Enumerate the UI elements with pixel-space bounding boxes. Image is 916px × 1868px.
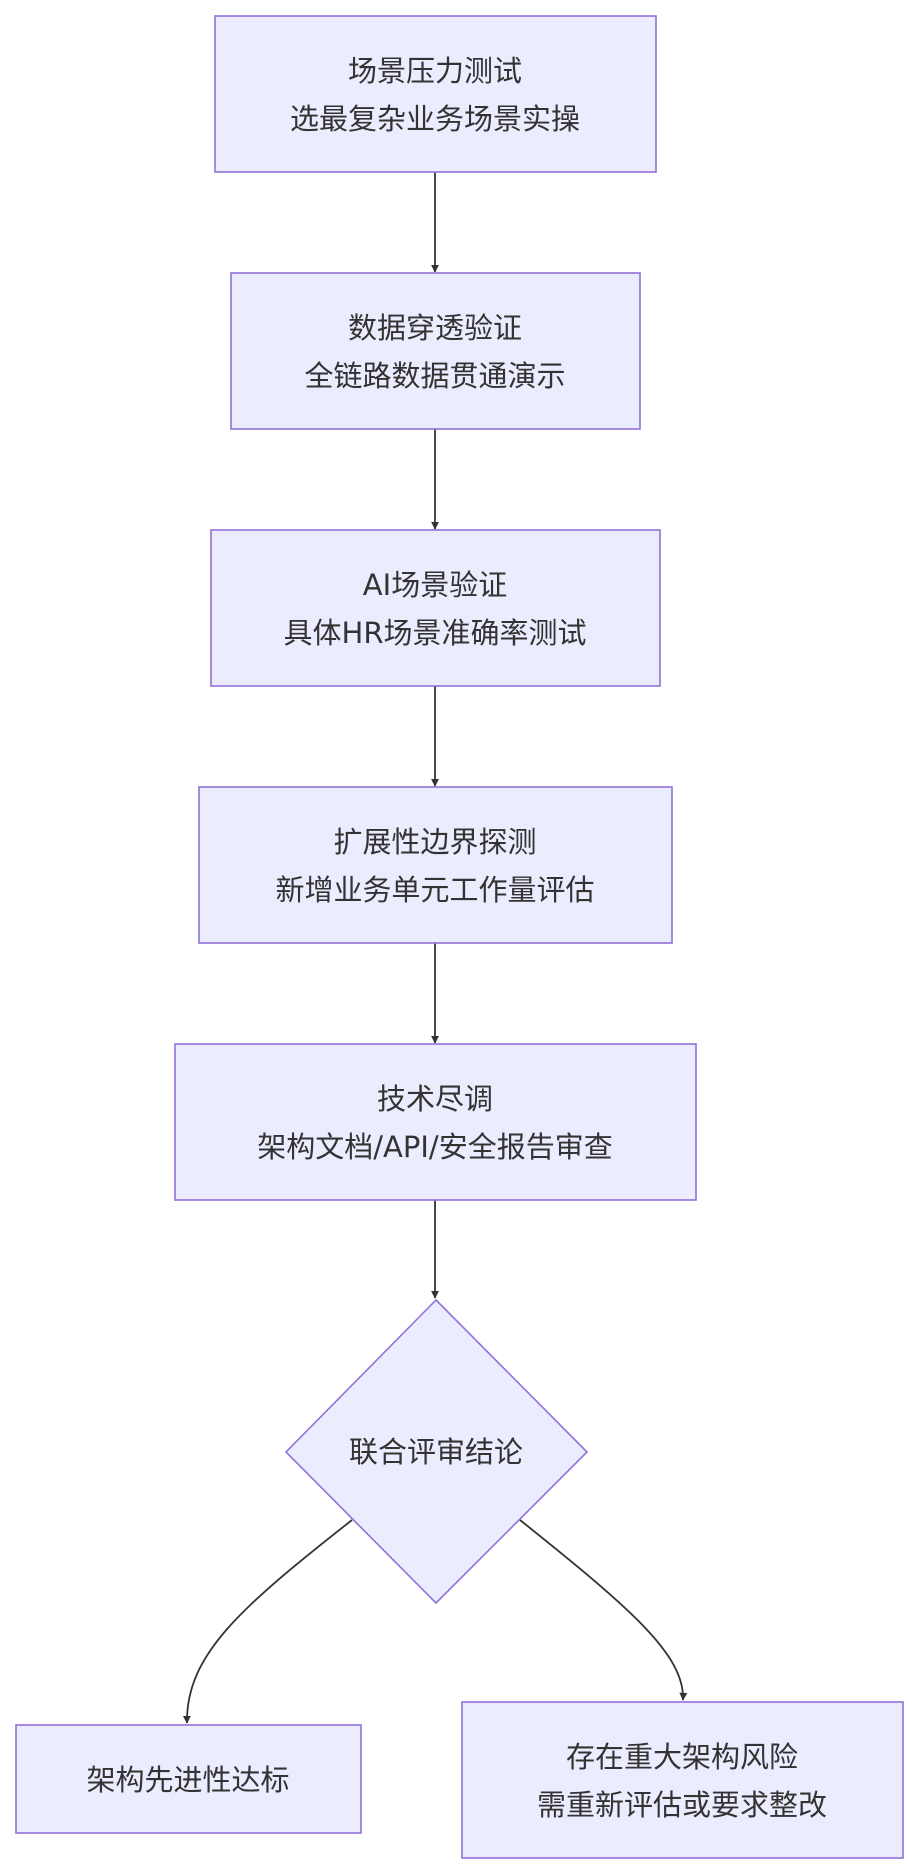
node-tech-due-diligence-title: 技术尽调 <box>377 1082 493 1116</box>
node-scalability-title: 扩展性边界探测 <box>333 825 536 859</box>
node-outcome-pass: 架构先进性达标 <box>15 1724 362 1834</box>
node-tech-due-diligence-subtitle: 架构文档/API/安全报告审查 <box>257 1130 612 1164</box>
node-joint-review-title: 联合评审结论 <box>349 1435 523 1469</box>
node-outcome-risk-box <box>461 1701 904 1859</box>
node-ai-scenario-subtitle: 具体HR场景准确率测试 <box>284 616 587 650</box>
node-joint-review-diamond <box>284 1298 589 1605</box>
node-data-penetration-box <box>230 272 641 430</box>
node-outcome-pass-box <box>15 1724 362 1834</box>
node-data-penetration-subtitle: 全链路数据贯通演示 <box>304 359 565 393</box>
node-scenario-stress-test: 场景压力测试 选最复杂业务场景实操 <box>214 15 657 173</box>
node-outcome-risk-subtitle: 需重新评估或要求整改 <box>537 1788 827 1822</box>
node-scalability: 扩展性边界探测 新增业务单元工作量评估 <box>198 786 673 944</box>
node-ai-scenario-title: AI场景验证 <box>363 568 507 602</box>
node-joint-review: 联合评审结论 <box>284 1298 589 1605</box>
edge-review-to-risk <box>519 1519 688 1701</box>
node-scalability-box <box>198 786 673 944</box>
node-scenario-stress-test-box <box>214 15 657 173</box>
node-scenario-stress-test-subtitle: 选最复杂业务场景实操 <box>290 102 580 136</box>
node-tech-due-diligence: 技术尽调 架构文档/API/安全报告审查 <box>174 1043 697 1201</box>
node-data-penetration-title: 数据穿透验证 <box>348 311 522 345</box>
node-outcome-risk: 存在重大架构风险 需重新评估或要求整改 <box>461 1701 904 1859</box>
edge-review-to-pass <box>182 1519 353 1724</box>
node-outcome-risk-title: 存在重大架构风险 <box>566 1740 798 1774</box>
node-data-penetration: 数据穿透验证 全链路数据贯通演示 <box>230 272 641 430</box>
node-scenario-stress-test-title: 场景压力测试 <box>348 54 522 88</box>
node-outcome-pass-title: 架构先进性达标 <box>86 1763 289 1797</box>
node-scalability-subtitle: 新增业务单元工作量评估 <box>275 873 594 907</box>
node-ai-scenario: AI场景验证 具体HR场景准确率测试 <box>210 529 661 687</box>
node-ai-scenario-box <box>210 529 661 687</box>
node-tech-due-diligence-box <box>174 1043 697 1201</box>
edges <box>182 172 688 1724</box>
